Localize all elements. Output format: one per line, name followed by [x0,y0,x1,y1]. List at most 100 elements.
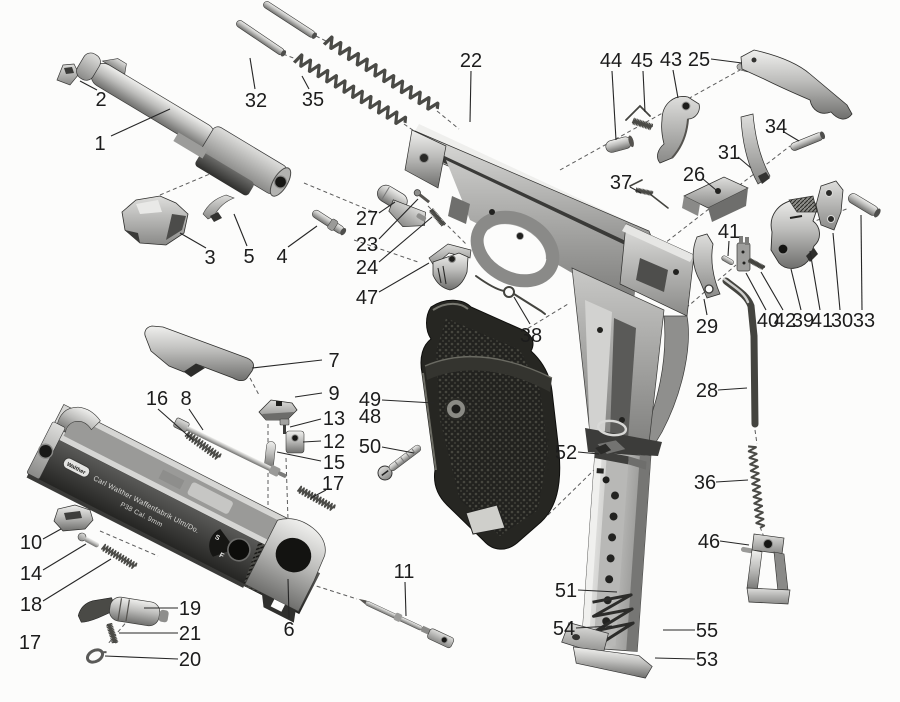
leader-line-44 [611,70,617,141]
part-30-plate [815,180,844,231]
part-5-spring-strip [202,194,235,222]
part-8-extractor-rod [173,417,287,478]
part-label-14: 14 [20,563,42,585]
part-label-55: 55 [696,620,718,642]
part-label-17: 17 [19,632,41,654]
leader-line-7 [251,359,323,369]
part-label-31: 31 [718,142,740,164]
walther-banner [62,457,91,478]
safety-f-marking: F [218,552,226,561]
leader-line-11 [404,581,407,617]
part-26-bracket [682,176,749,222]
leader-line-50 [381,446,415,454]
part-label-45: 45 [631,50,653,72]
part-label-8: 8 [180,388,191,410]
part-19-indicator [77,596,169,627]
leader-line-32 [249,57,256,90]
safety-s-marking: S [214,534,222,543]
part-label-40: 40 [757,310,779,332]
part-38-wire-spring [475,275,546,315]
part-14-pin [77,532,100,548]
part-label-53: 53 [696,649,718,671]
leader-line-46 [719,540,750,546]
part-13-pin [279,418,290,434]
leader-line-16 [157,408,194,441]
part-55-magazine-spring [592,593,635,645]
part-45-spring [625,104,654,131]
part-label-9: 9 [328,383,339,405]
part-label-34: 34 [765,116,787,138]
part-6-slide: Walther Carl Walther Waffenfabrik Ulm/Do… [26,403,326,623]
part-label-30: 30 [831,310,853,332]
part-label-2: 2 [95,89,106,111]
leader-line-9 [294,392,323,398]
part-label-32: 32 [245,90,267,112]
leader-line-35 [301,75,310,90]
part-33-pin [847,193,881,218]
part-label-24: 24 [356,257,378,279]
part-25-lever [736,49,853,120]
leader-line-22 [469,70,472,123]
part-label-3: 3 [204,247,215,269]
part-label-48: 48 [359,406,381,428]
leader-line-34 [783,131,800,142]
part-label-43: 43 [660,49,682,71]
leader-line-20 [104,655,179,660]
leader-line-47 [378,262,430,293]
part-label-39: 39 [792,310,814,332]
part-label-10: 10 [20,532,42,554]
leader-line-3 [179,232,207,249]
part-23-screw [413,189,431,204]
part-11-firing-pin [358,598,455,649]
part-7-cover-plate [144,325,254,382]
part-label-22: 22 [460,50,482,72]
part-47-trigger [428,243,472,291]
part-12-cylinder [285,430,305,454]
part-label-35: 35 [302,89,324,111]
leader-line-42 [760,271,784,311]
part-label-7: 7 [328,350,339,372]
leader-line-26 [702,178,717,191]
leader-line-5 [233,213,248,247]
leader-line-17 [310,489,327,499]
part-4-pin [312,209,347,236]
leader-line-15 [276,451,322,462]
part-20-ring [85,648,107,664]
part-49-grip [420,299,561,550]
part-10-lever [53,504,94,532]
part-label-42: 42 [774,310,796,332]
part-31-blade [740,113,771,185]
part-label-33: 33 [853,310,875,332]
part-label-1: 1 [94,133,105,155]
leader-line-10 [42,528,62,540]
leader-line-43 [672,69,679,99]
part-label-16: 16 [146,388,168,410]
leader-line-25 [710,58,743,64]
part-44-pin [605,135,634,153]
leader-line-49 [381,399,435,404]
leader-line-13 [289,418,322,428]
leader-line-18 [42,558,112,602]
part-36-hammer-spring [747,444,766,530]
leader-line-29 [703,298,708,316]
leader-line-41 [727,240,730,257]
leader-line-41 [809,250,821,311]
part-50-grip-screw [377,444,422,481]
part-46-spring-yoke [740,533,791,605]
part-32-rod-a [236,20,287,57]
part-label-6: 6 [283,619,294,641]
leader-line-2 [79,80,98,91]
leader-line-12 [302,440,322,443]
part-label-25: 25 [688,49,710,71]
safety-lever-hole [227,537,251,562]
leader-line-23 [378,198,419,240]
part-label-38: 38 [520,325,542,347]
part-label-46: 46 [698,531,720,553]
part-label-13: 13 [323,408,345,430]
part-34-pin [790,131,826,151]
part-label-36: 36 [694,472,716,494]
part-label-41: 41 [718,221,740,243]
